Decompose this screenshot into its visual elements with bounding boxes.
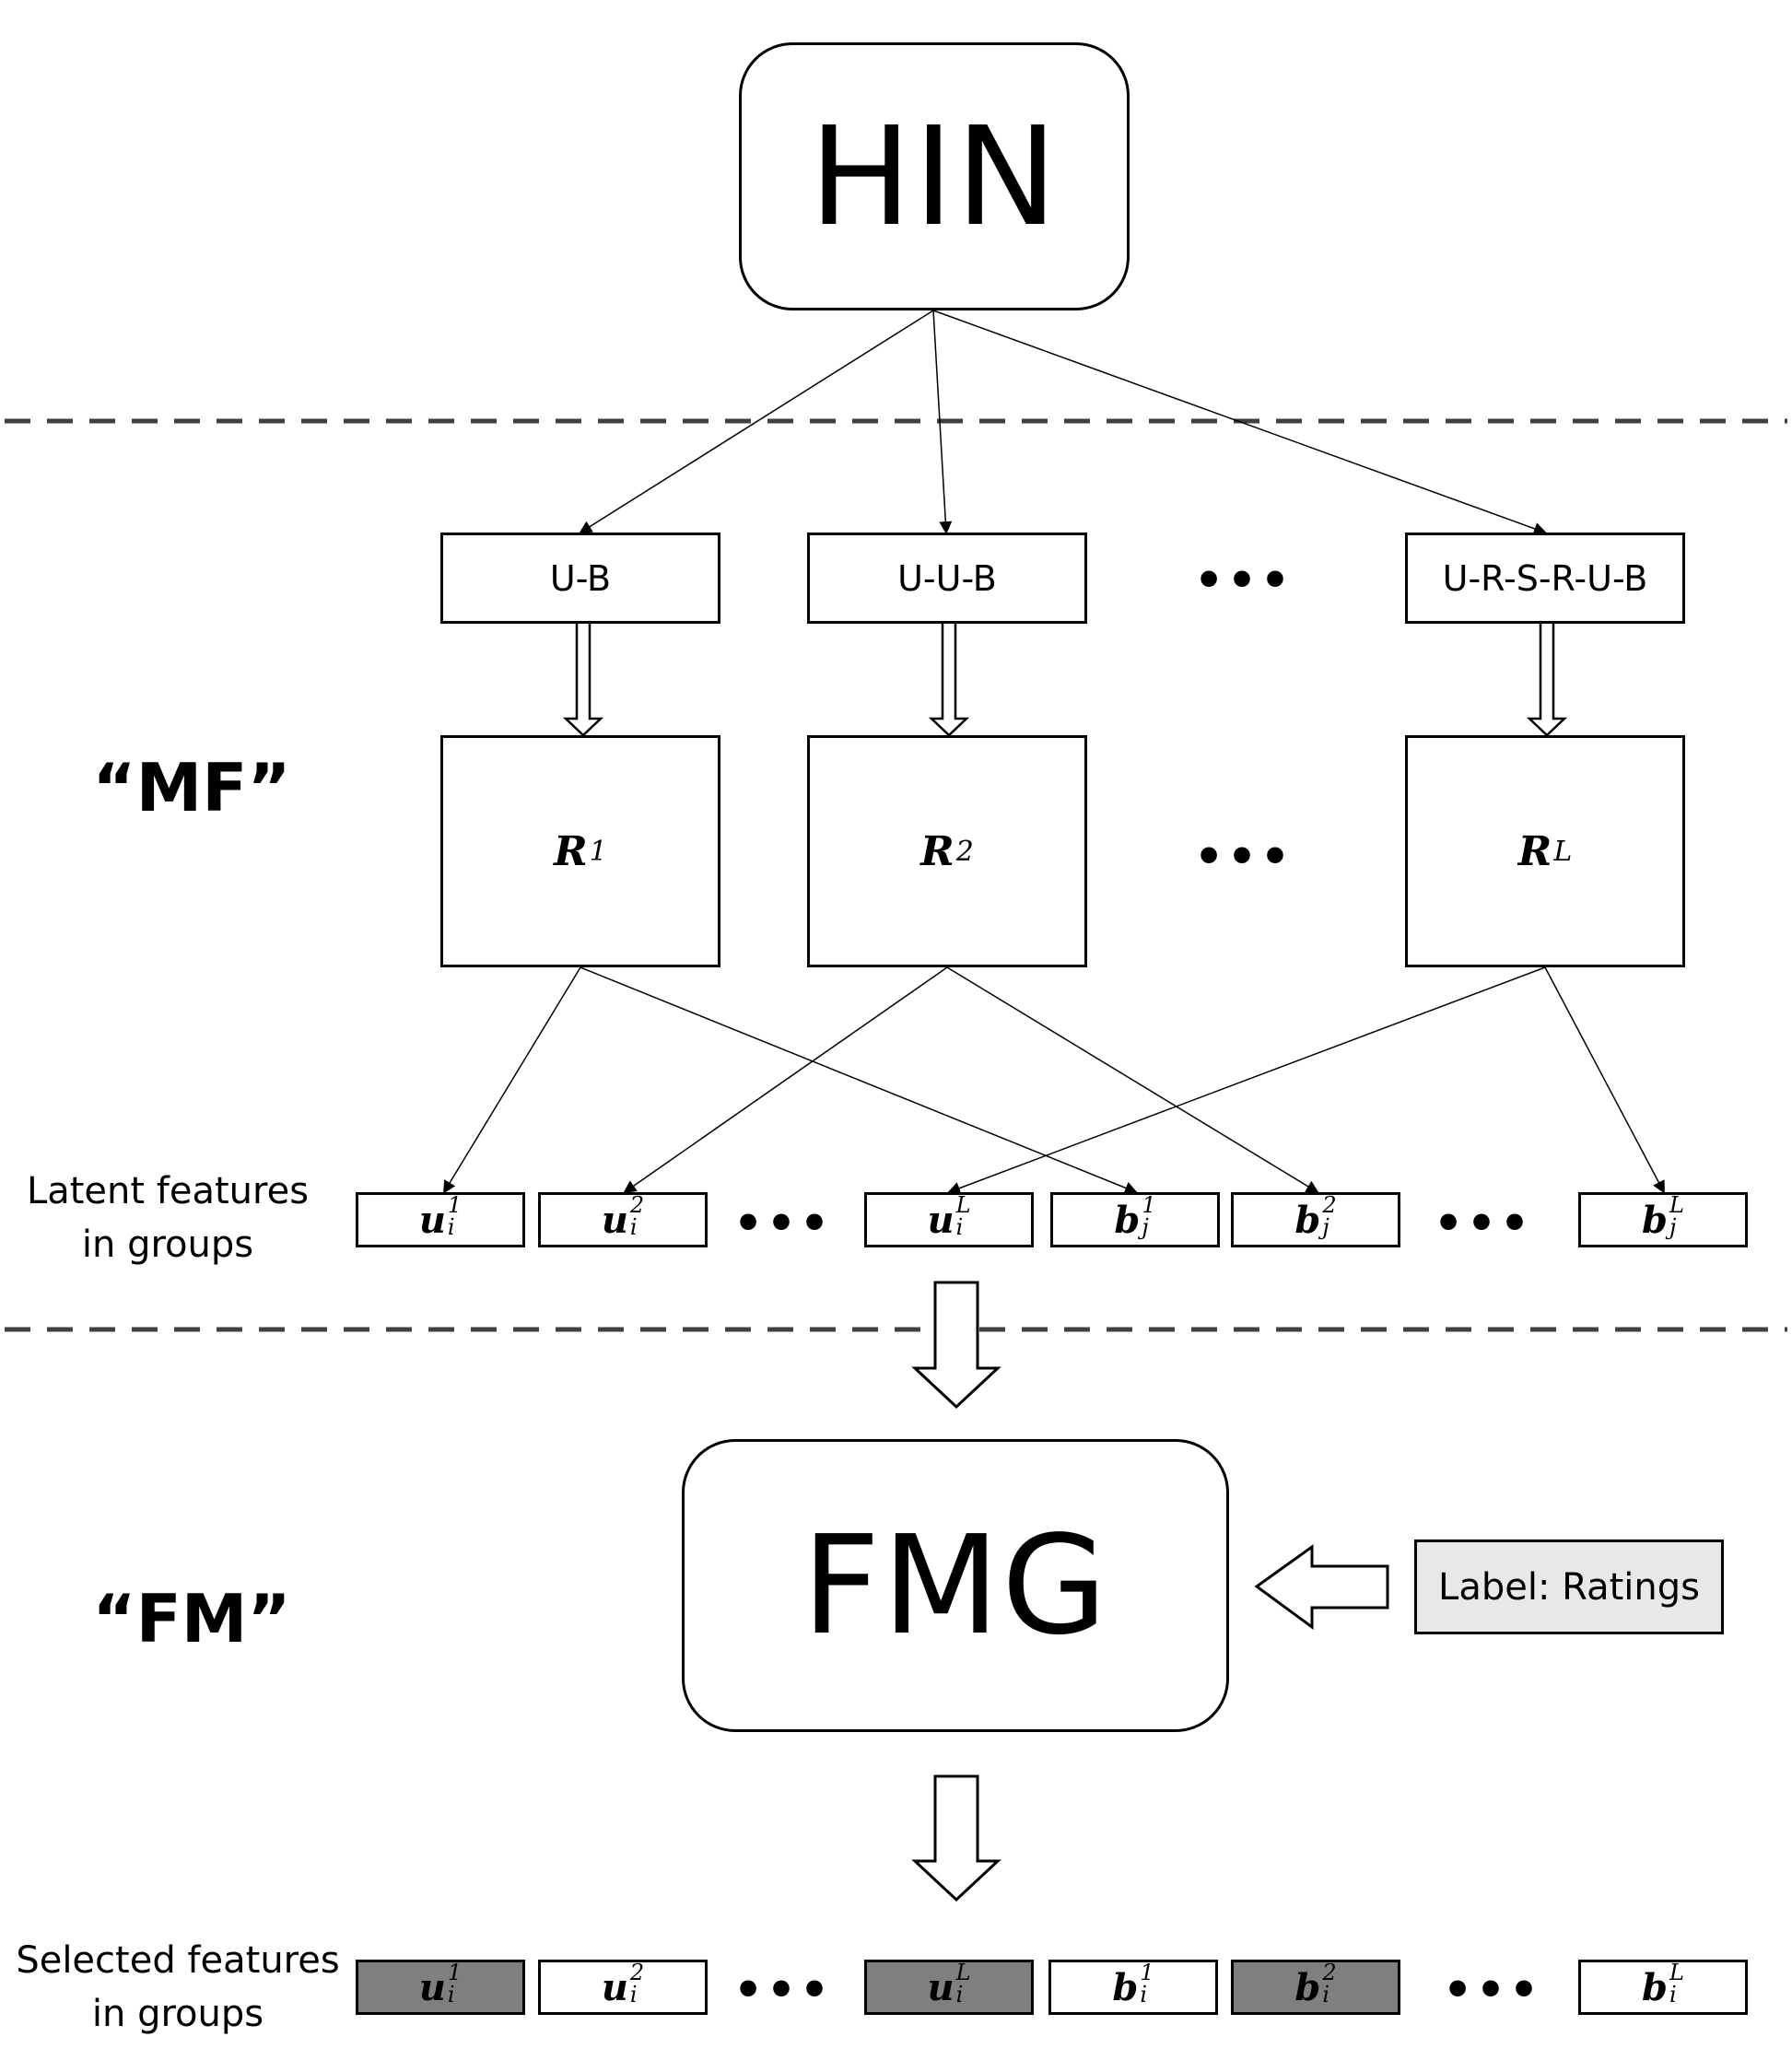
ellipsis-latent-b: ••• [1434,1197,1533,1250]
hin-label: HIN [809,97,1060,256]
left-arrow-from-label [1254,1544,1389,1630]
down-arrow-to-fmg [911,1281,1001,1410]
latent-feature-b1-sub: j [1142,1214,1149,1240]
fmg-label: FMG [802,1506,1109,1665]
latent-feature-u1-sub: i [447,1214,455,1240]
ellipsis-selected-u: ••• [733,1963,833,2017]
matrix-rl-sup: L [1553,835,1573,868]
selected-feature-bL-base: b [1642,1965,1669,2009]
hollow-arrow-1 [562,624,604,737]
selected-feature-b2-base: b [1294,1965,1321,2009]
latent-feature-b2-base: b [1294,1198,1321,1242]
latent-feature-b2-sub: j [1322,1214,1329,1240]
latent-feature-uL-sup: L [955,1192,971,1218]
edge-rl-uL [947,966,1546,1195]
hin-box: HIN [739,42,1130,310]
edge-r2-b2 [946,966,1319,1194]
selected-feature-u2-sup: 2 [629,1960,645,1985]
latent-features-label-line1: Latent features [26,1170,310,1212]
selected-feature-u2-base: u [601,1965,628,2009]
meta-path-ub-label: U-B [549,557,612,599]
latent-feature-u1-base: u [418,1198,446,1242]
selected-feature-bL-sub: i [1669,1982,1677,2008]
latent-feature-u1-sup: 1 [447,1192,463,1218]
matrix-rl-symbol: R [1517,827,1552,875]
fmg-box: FMG [682,1439,1229,1732]
latent-features-label: Latent features in groups [27,1165,309,1271]
matrix-r2-sup: 2 [955,835,974,868]
edge-rl-bL [1544,966,1665,1194]
latent-feature-uL-base: u [927,1198,955,1242]
selected-feature-uL-sub: i [955,1982,964,2008]
latent-feature-b2-sup: 2 [1322,1192,1337,1218]
ellipsis-selected-b: ••• [1443,1963,1542,2017]
edge-r2-u2 [623,966,948,1194]
selected-feature-u2-sub: i [629,1982,638,2008]
matrix-r1-sup: 1 [589,835,607,868]
down-arrow-to-selected [911,1774,1001,1902]
edge-r1-u1 [442,966,581,1194]
matrix-r1-symbol: R [554,827,588,875]
section-mf-label: “MF” [92,749,291,826]
meta-path-ursrub-label: U-R-S-R-U-B [1442,557,1648,599]
latent-features-label-line2: in groups [81,1223,254,1266]
selected-feature-b2-sup: 2 [1322,1960,1337,1985]
latent-feature-bL-sub: j [1669,1214,1677,1240]
hollow-arrow-3 [1526,624,1568,737]
edge-hin-uub [932,310,953,534]
selected-feature-b1-base: b [1112,1965,1139,2009]
ellipsis-latent-u: ••• [733,1197,833,1250]
ellipsis-matrices: ••• [1194,830,1294,884]
selected-feature-u1-base: u [418,1965,446,2009]
latent-feature-u2-base: u [601,1198,628,1242]
section-fm-label: “FM” [92,1580,291,1657]
latent-feature-b1-base: b [1114,1198,1141,1242]
selected-feature-uL-sup: L [955,1960,971,1985]
latent-feature-u2-sub: i [629,1214,638,1240]
selected-feature-u1-sub: i [447,1982,455,2008]
latent-feature-uL-sub: i [955,1214,964,1240]
latent-feature-bL-base: b [1642,1198,1669,1242]
label-ratings-text: Label: Ratings [1438,1565,1700,1609]
label-ratings-box: Label: Ratings [1414,1539,1724,1634]
selected-feature-bL-sup: L [1669,1960,1684,1985]
selected-features-label: Selected features in groups [16,1934,339,2041]
latent-feature-b1-sup: 1 [1142,1192,1156,1218]
selected-features-label-line1: Selected features [16,1939,340,1982]
meta-path-uub: U-U-B [807,533,1087,624]
latent-feature-bL-sup: L [1669,1192,1684,1218]
selected-feature-u1-sup: 1 [447,1960,463,1985]
matrix-r2-symbol: R [920,827,955,875]
ellipsis-meta-paths: ••• [1194,554,1294,607]
selected-feature-b1-sup: 1 [1140,1960,1154,1985]
meta-path-uub-label: U-U-B [897,557,997,599]
meta-path-ub: U-B [440,533,720,624]
edge-hin-ub [579,310,934,534]
edge-hin-ursrub [932,310,1547,535]
selected-feature-uL-base: u [927,1965,955,2009]
meta-path-ursrub: U-R-S-R-U-B [1405,533,1685,624]
latent-feature-u2-sup: 2 [629,1192,645,1218]
selected-features-label-line2: in groups [91,1993,264,2035]
selected-feature-b2-sub: i [1322,1982,1330,2008]
edge-r1-b1 [580,966,1138,1194]
hollow-arrow-2 [928,624,970,737]
selected-feature-b1-sub: i [1140,1982,1148,2008]
